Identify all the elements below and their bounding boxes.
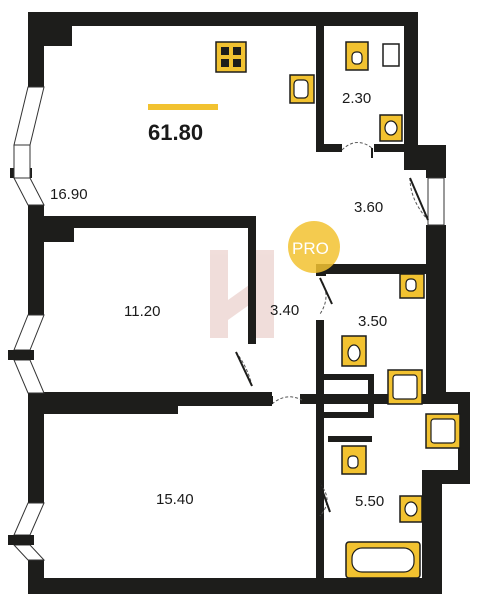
toilet-icon xyxy=(341,445,367,475)
area-bedroom-2: 15.40 xyxy=(156,491,194,508)
pro-badge[interactable]: PRO xyxy=(288,221,340,273)
walls xyxy=(28,12,470,594)
area-living-kitchen: 16.90 xyxy=(50,186,88,203)
toilet-icon xyxy=(399,273,425,299)
bathtub-icon xyxy=(345,541,421,579)
door-bath-2 xyxy=(319,483,331,517)
shower-tray-icon xyxy=(387,369,423,405)
area-bath-1: 3.50 xyxy=(358,313,387,330)
toilet-icon xyxy=(345,41,369,71)
washbasin-icon xyxy=(379,114,403,142)
area-hall: 3.60 xyxy=(354,199,383,216)
sink-icon xyxy=(289,74,315,104)
door-bedroom-2 xyxy=(271,396,303,405)
window-bedroom-2 xyxy=(8,502,46,561)
window-hall xyxy=(427,177,445,226)
total-area-underline xyxy=(148,104,218,110)
wc-partition xyxy=(382,43,400,67)
washbasin-icon xyxy=(341,335,367,367)
area-bath-2: 5.50 xyxy=(355,493,384,510)
shower-tray-icon xyxy=(425,413,461,449)
pro-badge-text: PRO xyxy=(292,239,329,258)
door-bath-1 xyxy=(319,277,333,315)
washbasin-icon xyxy=(399,495,423,523)
stove-icon xyxy=(215,41,247,73)
area-bedroom-1: 11.20 xyxy=(124,303,160,320)
total-area: 61.80 xyxy=(148,120,203,145)
watermark-logo xyxy=(210,250,274,338)
door-wc xyxy=(341,142,373,158)
area-wc-small: 2.30 xyxy=(342,90,371,107)
door-entrance xyxy=(409,177,429,221)
window-kitchen xyxy=(10,86,45,206)
area-corridor: 3.40 xyxy=(270,302,299,319)
window-bedroom-1 xyxy=(8,314,45,394)
door-bedroom-1 xyxy=(235,351,253,387)
